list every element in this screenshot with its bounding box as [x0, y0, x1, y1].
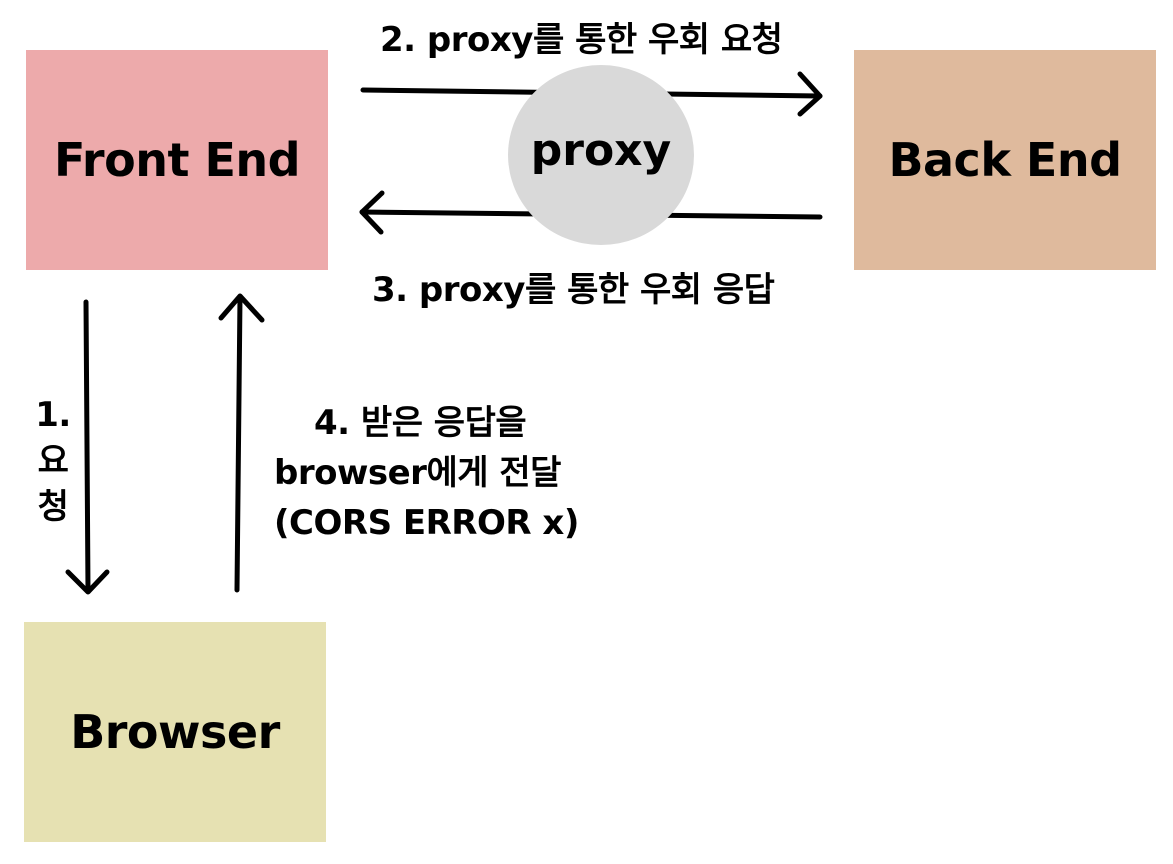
step4-line3: (CORS ERROR x): [274, 503, 579, 543]
front-end-label: Front End: [53, 133, 301, 187]
arrow-response-to-frontend-from-browser: [218, 293, 265, 593]
step3-label: 3. proxy를 통한 우회 응답: [372, 270, 775, 310]
browser-label: Browser: [70, 705, 280, 759]
step4-line2: browser에게 전달: [274, 453, 561, 493]
front-end-box: Front End: [26, 50, 328, 270]
step1-line1: 1.: [35, 395, 71, 435]
proxy-label: proxy: [530, 124, 672, 176]
browser-box: Browser: [24, 622, 326, 842]
step4-line1: 4. 받은 응답을: [314, 403, 527, 443]
proxy-circle: proxy: [508, 65, 694, 245]
back-end-box: Back End: [854, 50, 1156, 270]
step1-label: 1. 요 청: [30, 392, 76, 530]
step1-line2: 요: [37, 441, 69, 481]
back-end-label: Back End: [888, 133, 1122, 187]
step2-label: 2. proxy를 통한 우회 요청: [380, 20, 783, 60]
step4-label: 4. 받은 응답을 browser에게 전달 (CORS ERROR x): [274, 398, 604, 548]
step1-line3: 청: [37, 487, 69, 527]
